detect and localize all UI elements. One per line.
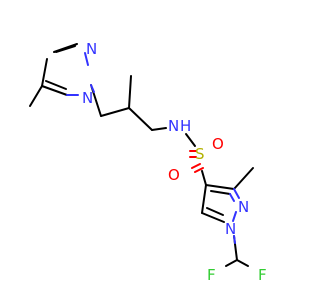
- atom-label-nitrogen: N: [225, 220, 236, 238]
- atom-label-nitrogen: N: [238, 198, 249, 216]
- bond: [233, 188, 240, 199]
- bond: [41, 85, 68, 96]
- bond: [236, 259, 249, 267]
- bond: [191, 163, 201, 169]
- bond: [205, 184, 235, 190]
- bond: [128, 75, 132, 109]
- bond: [151, 127, 167, 131]
- bond: [232, 211, 237, 222]
- atom-label-sulfur: S: [195, 145, 205, 163]
- atom-label-nitrogen: N: [168, 117, 179, 135]
- atom-label-oxygen: O: [212, 135, 224, 153]
- bond: [233, 167, 254, 190]
- atom-labels: N N N H S O O N N F F: [82, 40, 267, 284]
- bond: [206, 207, 224, 216]
- bond: [55, 45, 76, 53]
- bond: [84, 52, 89, 66]
- bond-hetero-segments: [66, 52, 240, 244]
- atom-label-hydrogen: H: [180, 117, 191, 135]
- bond: [185, 133, 196, 147]
- bond: [210, 190, 231, 195]
- atom-label-fluorine: F: [207, 266, 216, 284]
- bond: [201, 170, 207, 186]
- bond: [128, 107, 153, 131]
- atom-label-oxygen: O: [168, 166, 180, 184]
- bond-lines: [29, 43, 254, 267]
- bond: [201, 212, 225, 223]
- molecule-structure-diagram: N N N H S O O N N F F: [29, 40, 267, 284]
- atom-label-fluorine: F: [258, 266, 267, 284]
- bond: [194, 167, 204, 173]
- atom-label-nitrogen: N: [82, 89, 93, 107]
- bond: [229, 193, 235, 202]
- atom-label-nitrogen: N: [86, 40, 97, 58]
- bond: [100, 107, 130, 117]
- bond: [201, 184, 207, 214]
- bond: [90, 84, 95, 93]
- bond: [233, 235, 236, 244]
- bond: [45, 80, 67, 90]
- bond: [41, 58, 48, 87]
- bond: [29, 85, 43, 107]
- bond: [225, 259, 238, 267]
